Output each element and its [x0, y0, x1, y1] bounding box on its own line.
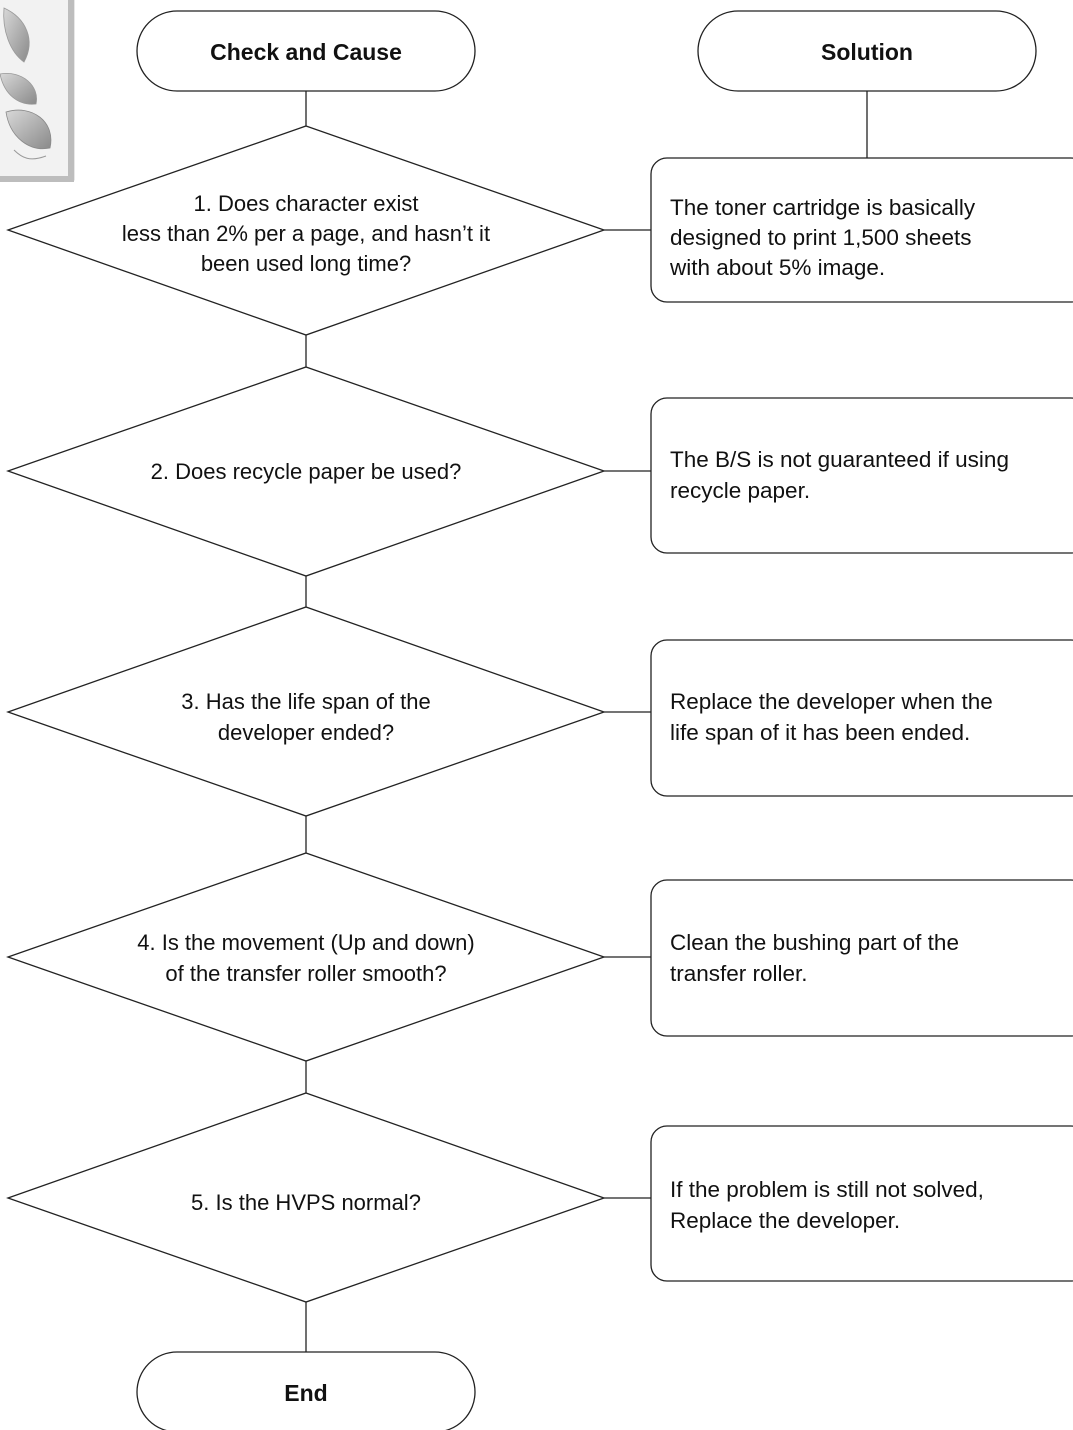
- solution-3-line-1: Replace the developer when the: [670, 689, 993, 714]
- question-5-line-1: 5. Is the HVPS normal?: [191, 1190, 421, 1215]
- solution-1-line-2: designed to print 1,500 sheets: [670, 225, 971, 250]
- solution-1-line-1: The toner cartridge is basically: [670, 195, 976, 220]
- solution-5-line-1: If the problem is still not solved,: [670, 1177, 984, 1202]
- solution-box-2: [650, 397, 1073, 554]
- step-4: 4. Is the movement (Up and down) of the …: [6, 852, 1073, 1062]
- solution-terminal: Solution: [697, 10, 1037, 92]
- question-2-line-1: 2. Does recycle paper be used?: [151, 459, 462, 484]
- check-and-cause-label: Check and Cause: [210, 39, 402, 65]
- solution-box-1: [650, 157, 1073, 303]
- question-1-line-3: been used long time?: [201, 251, 411, 276]
- solution-4-line-2: transfer roller.: [670, 961, 808, 986]
- solution-5-line-2: Replace the developer.: [670, 1208, 900, 1233]
- end-terminal: End: [136, 1351, 476, 1430]
- step-3: 3. Has the life span of the developer en…: [6, 606, 1073, 817]
- solution-box-3: [650, 639, 1073, 797]
- solution-label: Solution: [821, 39, 913, 65]
- solution-2-line-2: recycle paper.: [670, 478, 810, 503]
- solution-2-line-1: The B/S is not guaranteed if using: [670, 447, 1009, 472]
- step-5: 5. Is the HVPS normal? If the problem is…: [6, 1092, 1073, 1303]
- solution-box-4: [650, 879, 1073, 1037]
- solution-3-line-2: life span of it has been ended.: [670, 720, 970, 745]
- leaf-illustration: [0, 0, 75, 182]
- question-1-line-2: less than 2% per a page, and hasn’t it: [122, 221, 490, 246]
- question-4-line-1: 4. Is the movement (Up and down): [137, 930, 475, 955]
- decision-diamond-5: [6, 1092, 606, 1303]
- decision-diamond-4: [6, 852, 606, 1062]
- question-4-line-2: of the transfer roller smooth?: [165, 961, 446, 986]
- decision-diamond-1: [6, 125, 606, 336]
- step-1: 1. Does character exist less than 2% per…: [6, 125, 1073, 336]
- step-2: 2. Does recycle paper be used? The B/S i…: [6, 366, 1073, 577]
- solution-1-line-3: with about 5% image.: [669, 255, 885, 280]
- decision-diamond-2: [6, 366, 606, 577]
- solution-box-5: [650, 1125, 1073, 1282]
- question-3-line-1: 3. Has the life span of the: [181, 689, 431, 714]
- end-label: End: [284, 1380, 327, 1406]
- decision-diamond-3: [6, 606, 606, 817]
- solution-4-line-1: Clean the bushing part of the: [670, 930, 959, 955]
- question-3-line-2: developer ended?: [218, 720, 394, 745]
- check-and-cause-terminal: Check and Cause: [136, 10, 476, 92]
- question-1-line-1: 1. Does character exist: [194, 191, 419, 216]
